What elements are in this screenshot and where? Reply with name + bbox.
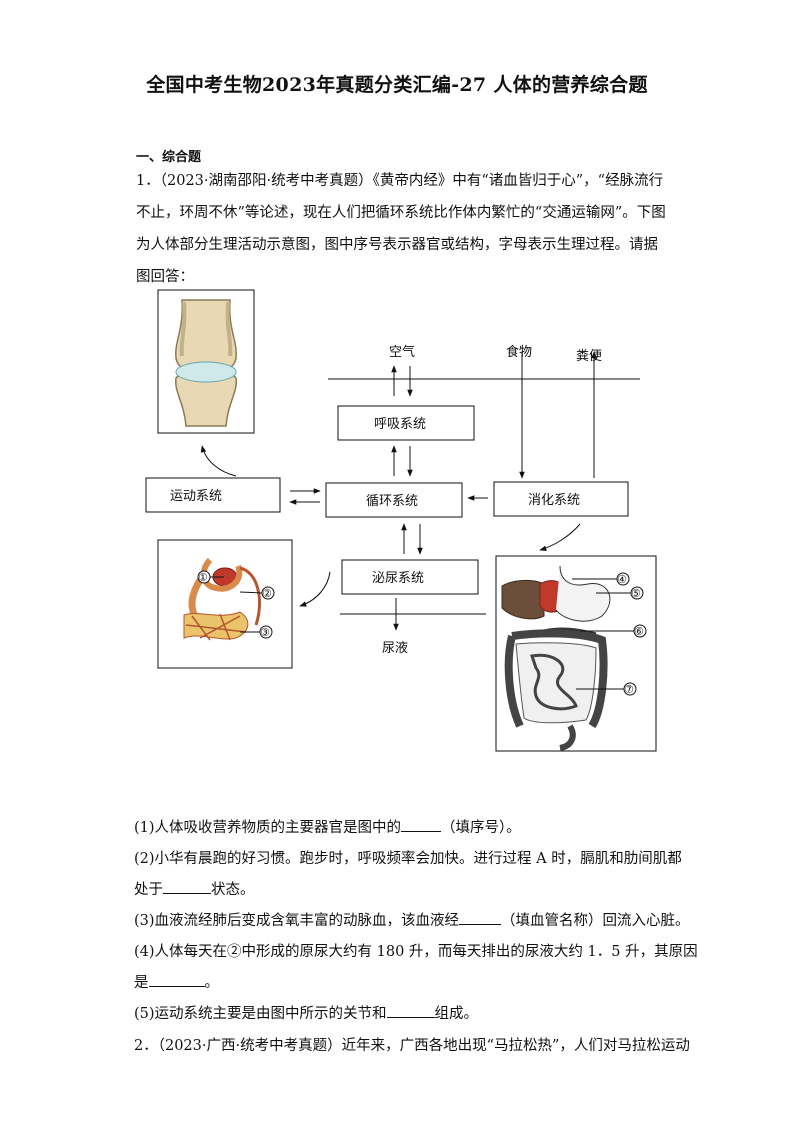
urinary-system-label: 泌尿系统 (372, 571, 424, 586)
page-title: 全国中考生物2023年真题分类汇编-27 人体的营养综合题 (146, 74, 648, 96)
air-label: 空气 (389, 344, 415, 360)
feces-label: 粪便 (576, 349, 602, 364)
nephron-image: ① ② ③ (157, 539, 293, 669)
sub-question-4-cont: 是。 (134, 971, 219, 992)
digestive-system-label: 消化系统 (528, 493, 580, 508)
digestive-tract-image: ④ ⑤ ⑥ ⑦ (495, 555, 657, 752)
sub-question-3: (3)血液流经肺后变成含氧丰富的动脉血，该血液经（填血管名称）回流入心脏。 (134, 909, 690, 930)
answer-blank[interactable] (163, 879, 211, 894)
urine-label: 尿液 (382, 641, 408, 656)
knee-joint-image (157, 289, 255, 434)
sub-question-1: (1)人体吸收营养物质的主要器官是图中的（填序号）。 (134, 816, 521, 837)
question-1-stem: 1．（2023·湖南邵阳·统考中考真题）《黄帝内经》中有“诸血皆归于心”，“经脉… (136, 173, 666, 285)
physiology-diagram: ① ② ③ ④ ⑤ ⑥ ⑦ 空气 食物 粪便 (145, 289, 657, 752)
question-2-stem: 2．（2023·广西·统考中考真题）近年来，广西各地出现“马拉松热”，人们对马拉… (134, 1038, 690, 1054)
respiratory-system-label: 呼吸系统 (374, 417, 426, 432)
label-1: ① (198, 571, 208, 584)
label-6: ⑥ (634, 625, 644, 638)
section-heading: 一、综合题 (136, 150, 202, 165)
answer-blank[interactable] (459, 910, 502, 925)
label-7: ⑦ (624, 683, 634, 696)
motor-system-label: 运动系统 (170, 489, 222, 504)
label-5: ⑤ (631, 587, 641, 600)
sub-question-2-cont: 处于状态。 (134, 878, 255, 899)
sub-question-4: (4)人体每天在②中形成的原尿大约有 180 升，而每天排出的尿液大约 1．5 … (134, 944, 698, 960)
label-3: ③ (260, 626, 270, 639)
food-label: 食物 (506, 344, 532, 360)
label-4: ④ (617, 573, 627, 586)
circulatory-system-label: 循环系统 (366, 494, 418, 509)
sub-question-2: (2)小华有晨跑的好习惯。跑步时，呼吸频率会加快。进行过程 A 时，膈肌和肋间肌… (134, 851, 682, 867)
answer-blank[interactable] (148, 972, 205, 987)
answer-blank[interactable] (401, 817, 442, 832)
label-2: ② (262, 587, 272, 600)
sub-question-5: (5)运动系统主要是由图中所示的关节和组成。 (134, 1002, 478, 1023)
answer-blank[interactable] (386, 1003, 435, 1018)
